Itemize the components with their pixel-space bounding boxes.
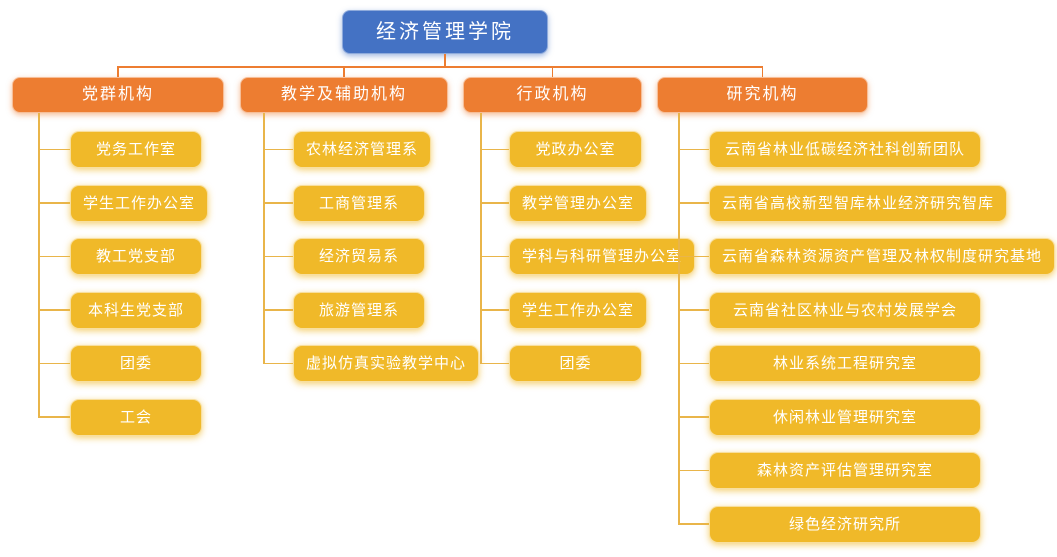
branch-trunk-line-0 <box>38 113 40 417</box>
child-stub-line <box>480 148 509 151</box>
child-node: 林业系统工程研究室 <box>709 345 981 382</box>
child-stub-line <box>38 255 70 258</box>
child-stub-line <box>38 309 70 311</box>
branch-stub-line-2 <box>551 66 554 77</box>
child-stub-line <box>480 202 509 204</box>
child-stub-line <box>678 309 709 311</box>
child-node: 工会 <box>70 398 202 436</box>
child-node: 休闲林业管理研究室 <box>709 398 981 436</box>
child-stub-line <box>263 362 293 365</box>
child-node: 教学管理办公室 <box>509 184 648 222</box>
child-stub-line <box>38 202 70 204</box>
child-stub-line <box>678 469 709 472</box>
child-stub-line <box>263 309 293 311</box>
child-stub-line <box>678 523 709 525</box>
child-node: 云南省森林资源资产管理及林权制度研究基地 <box>709 238 1056 275</box>
branch-trunk-line-3 <box>678 113 680 524</box>
branch-stub-line-1 <box>343 66 345 77</box>
child-node: 学生工作办公室 <box>70 184 209 222</box>
child-node: 团委 <box>509 345 642 382</box>
child-node: 云南省社区林业与农村发展学会 <box>709 291 981 329</box>
child-stub-line <box>38 362 70 365</box>
child-stub-line <box>678 202 709 204</box>
child-stub-line <box>480 255 509 258</box>
child-node: 团委 <box>70 345 202 382</box>
child-stub-line <box>678 148 709 151</box>
child-node: 教工党支部 <box>70 238 202 275</box>
child-node: 党政办公室 <box>509 131 642 168</box>
child-node: 虚拟仿真实验教学中心 <box>293 345 480 382</box>
branch-stub-line-0 <box>117 66 119 77</box>
child-node: 学生工作办公室 <box>509 291 648 329</box>
branch-trunk-line-1 <box>263 113 265 364</box>
child-node: 学科与科研管理办公室 <box>509 238 696 275</box>
branch-node-3: 研究机构 <box>657 77 868 113</box>
child-node: 农林经济管理系 <box>293 131 432 168</box>
child-stub-line <box>678 416 709 418</box>
child-stub-line <box>263 255 293 258</box>
branch-stub-line-3 <box>761 66 764 77</box>
child-stub-line <box>480 362 509 365</box>
child-stub-line <box>678 362 709 365</box>
child-stub-line <box>38 148 70 151</box>
root-connector-line <box>444 54 446 66</box>
root-node: 经济管理学院 <box>342 10 548 54</box>
branch-trunk-line-2 <box>480 113 482 364</box>
child-stub-line <box>38 416 70 418</box>
branch-bus-line <box>118 66 763 68</box>
child-node: 云南省林业低碳经济社科创新团队 <box>709 131 981 168</box>
child-node: 云南省高校新型智库林业经济研究智库 <box>709 184 1008 222</box>
child-stub-line <box>263 202 293 204</box>
child-node: 经济贸易系 <box>293 238 425 275</box>
child-stub-line <box>678 255 709 258</box>
child-node: 工商管理系 <box>293 184 425 222</box>
child-node: 本科生党支部 <box>70 291 202 329</box>
child-node: 党务工作室 <box>70 131 202 168</box>
child-node: 绿色经济研究所 <box>709 505 981 543</box>
branch-node-1: 教学及辅助机构 <box>240 77 448 113</box>
branch-node-2: 行政机构 <box>463 77 642 113</box>
child-stub-line <box>263 148 293 151</box>
child-node: 森林资产评估管理研究室 <box>709 452 981 489</box>
child-node: 旅游管理系 <box>293 291 425 329</box>
branch-node-0: 党群机构 <box>12 77 224 113</box>
child-stub-line <box>480 309 509 311</box>
